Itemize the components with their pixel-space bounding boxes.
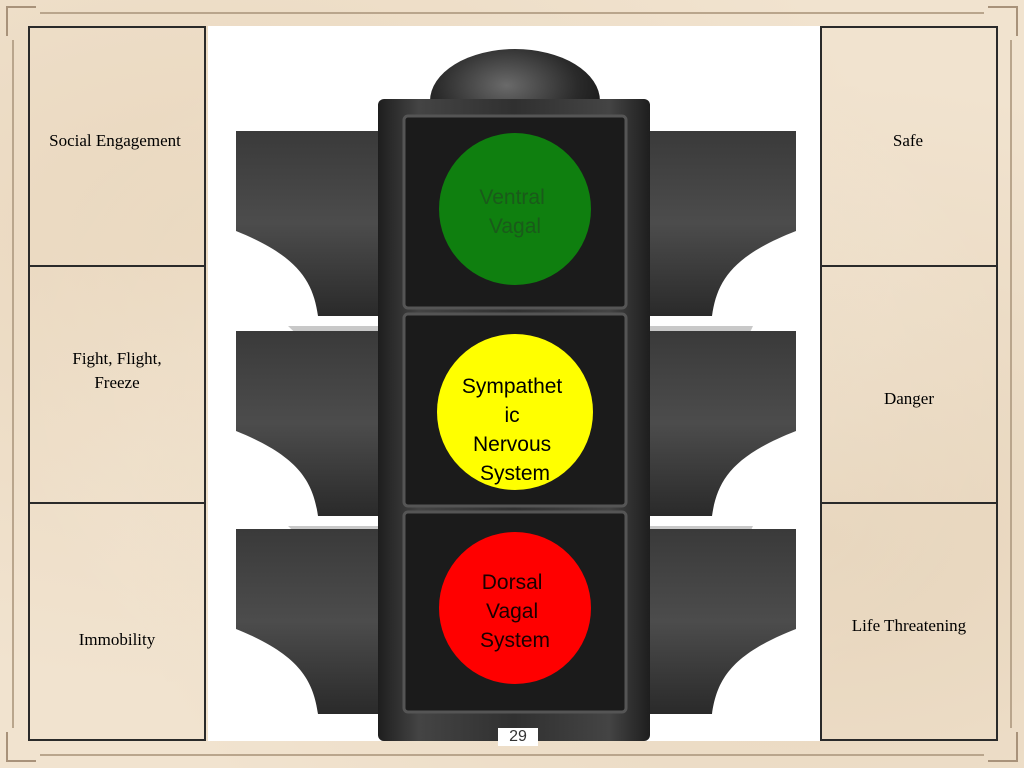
left-label-row3: Immobility (78, 629, 156, 649)
corner-ornament-tl (6, 6, 36, 36)
corner-ornament-br (988, 732, 1018, 762)
right-visors (650, 131, 796, 714)
left-visors (236, 131, 380, 714)
border-right-line (1010, 40, 1012, 728)
corner-ornament-tr (988, 6, 1018, 36)
green-light-label: Ventral Vagal (479, 186, 550, 238)
right-cell-safe: Safe (822, 28, 996, 267)
right-cell-danger: Danger (822, 267, 996, 504)
border-top-line (40, 12, 984, 14)
green-label-line2: Vagal (489, 215, 541, 238)
yellow-label-line3: Nervous (473, 433, 551, 456)
green-light (439, 133, 591, 285)
left-cell-fight-flight: Fight, Flight, Freeze (30, 267, 204, 504)
yellow-label-line1: Sympathet (462, 375, 563, 398)
border-left-line (12, 40, 14, 728)
right-label-row3: Life Threatening (851, 615, 967, 635)
yellow-light-label: Sympathet ic Nervous System (462, 375, 568, 485)
border-bottom-line (40, 754, 984, 756)
left-cell-social-engagement: Social Engagement (30, 28, 204, 267)
green-label-line1: Ventral (479, 186, 544, 209)
red-light (439, 532, 591, 684)
traffic-light-image: Ventral Vagal Sympathet ic Nervous Syste… (208, 26, 820, 741)
left-label-row1: Social Engagement (49, 130, 181, 150)
left-cell-immobility: Immobility (30, 504, 204, 739)
red-label-line3: System (480, 629, 550, 652)
red-label-line2: Vagal (486, 600, 538, 623)
traffic-light-svg: Ventral Vagal Sympathet ic Nervous Syste… (236, 49, 796, 741)
yellow-light (437, 334, 593, 490)
yellow-label-line4: System (480, 462, 550, 485)
right-column-table: Safe Danger Life Threatening (820, 26, 998, 741)
page-number: 29 (498, 728, 538, 746)
left-label-row2: Fight, Flight, Freeze (72, 348, 162, 392)
red-label-line1: Dorsal (482, 571, 543, 594)
right-label-row2: Danger (883, 388, 935, 408)
left-column-table: Social Engagement Fight, Flight, Freeze … (28, 26, 206, 741)
right-label-row1: Safe (892, 130, 924, 150)
corner-ornament-bl (6, 732, 36, 762)
right-cell-life-threatening: Life Threatening (822, 504, 996, 739)
yellow-label-line2: ic (504, 404, 519, 427)
red-light-label: Dorsal Vagal System (480, 571, 550, 652)
